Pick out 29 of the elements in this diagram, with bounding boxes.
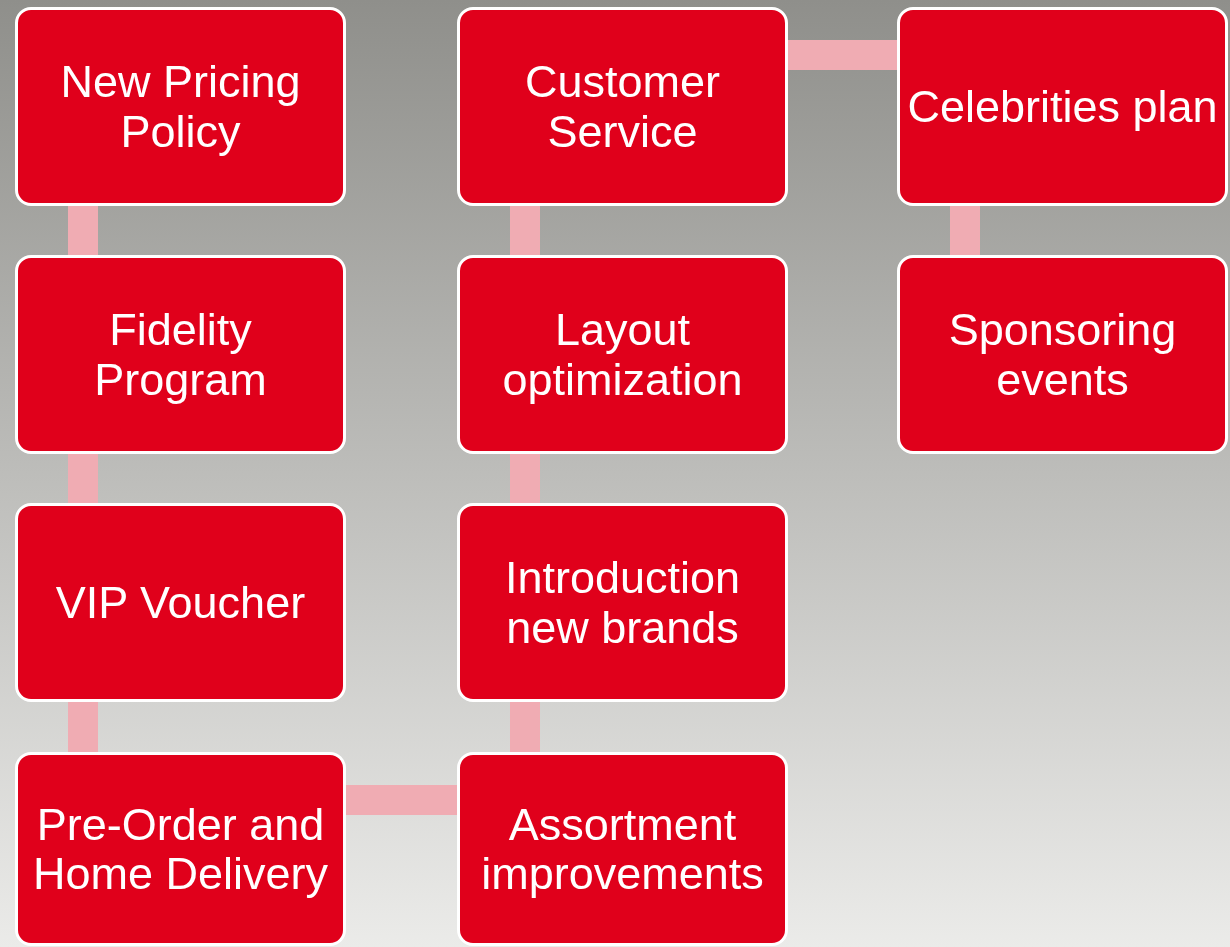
connector xyxy=(68,702,98,752)
box-label: Customer Service xyxy=(523,57,722,156)
process-box xyxy=(897,7,1228,206)
box-label: Layout optimization xyxy=(501,305,744,404)
process-box xyxy=(457,503,788,702)
connector xyxy=(68,454,98,503)
process-box xyxy=(457,752,788,946)
process-box xyxy=(15,752,346,946)
process-box xyxy=(897,255,1228,454)
box-label: Celebrities plan xyxy=(907,81,1218,132)
process-box xyxy=(457,7,788,206)
box-label: New Pricing Policy xyxy=(59,57,302,156)
process-box xyxy=(15,503,346,702)
box-label: Assortment improvements xyxy=(480,799,765,899)
connector xyxy=(510,206,540,255)
box-label: Sponsoring events xyxy=(947,305,1178,404)
process-box xyxy=(15,7,346,206)
connector xyxy=(346,785,457,815)
connector xyxy=(510,702,540,752)
connector xyxy=(950,206,980,255)
box-label: VIP Voucher xyxy=(55,577,306,628)
process-box xyxy=(15,255,346,454)
connector xyxy=(68,206,98,255)
box-label: Fidelity Program xyxy=(93,305,268,404)
process-box xyxy=(457,255,788,454)
connector xyxy=(788,40,897,70)
box-label: Pre-Order and Home Delivery xyxy=(31,799,330,899)
connector xyxy=(510,454,540,503)
box-label: Introduction new brands xyxy=(503,553,742,652)
